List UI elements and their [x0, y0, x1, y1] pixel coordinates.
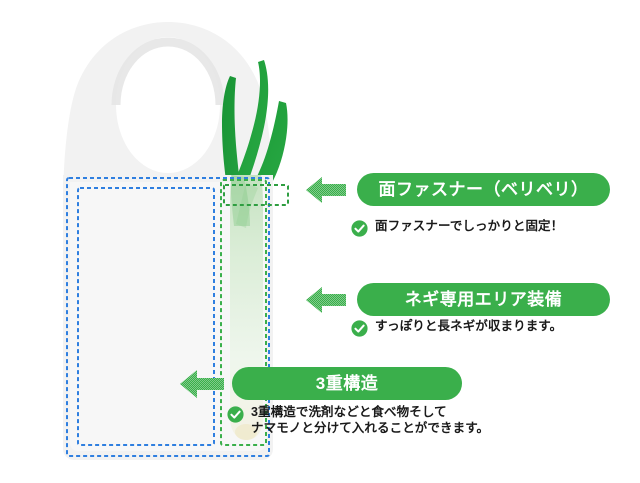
check-circle-icon — [351, 220, 368, 237]
outer-compartment-guide — [66, 177, 270, 457]
handle-hole — [116, 37, 220, 173]
velcro-strip-guide — [223, 184, 289, 206]
description-line-2: ナマモノと分けて入れることができます。 — [251, 420, 490, 435]
arrow-left-icon — [180, 370, 224, 398]
check-circle-icon — [351, 320, 368, 337]
callout-triple-layer-description-text: 3重構造で洗剤などと食べ物そして ナマモノと分けて入れることができます。 — [251, 405, 489, 436]
callout-triple-layer-title: 3重構造 — [315, 373, 379, 393]
main-compartment-guide — [77, 187, 215, 446]
description-line-1: 3重構造で洗剤などと食べ物そして — [251, 405, 447, 419]
callout-negi-area-title: ネギ専用エリア装備 — [404, 289, 563, 309]
callout-velcro-description: 面ファスナーでしっかりと固定！ — [351, 219, 563, 237]
callout-triple-layer-pill[interactable]: 3重構造 — [232, 367, 462, 400]
callout-velcro-description-text: 面ファスナーでしっかりと固定！ — [375, 219, 564, 233]
arrow-left-icon — [306, 177, 346, 203]
compartment-guides — [66, 177, 289, 457]
callout-negi-area-pill[interactable]: ネギ専用エリア装備 — [357, 283, 610, 316]
arrow-left-icon — [306, 287, 346, 313]
callout-negi-area-description-text: すっぽりと長ネギが収まります。 — [375, 319, 563, 333]
bag-handle — [63, 22, 273, 200]
callout-negi-area-description: すっぽりと長ネギが収まります。 — [351, 319, 562, 337]
callout-velcro-title: 面ファスナー（ベリベリ） — [378, 179, 589, 199]
check-circle-icon — [227, 406, 244, 423]
callout-velcro-pill[interactable]: 面ファスナー（ベリベリ） — [357, 173, 610, 206]
callout-triple-layer-description: 3重構造で洗剤などと食べ物そして ナマモノと分けて入れることができます。 — [227, 405, 489, 436]
